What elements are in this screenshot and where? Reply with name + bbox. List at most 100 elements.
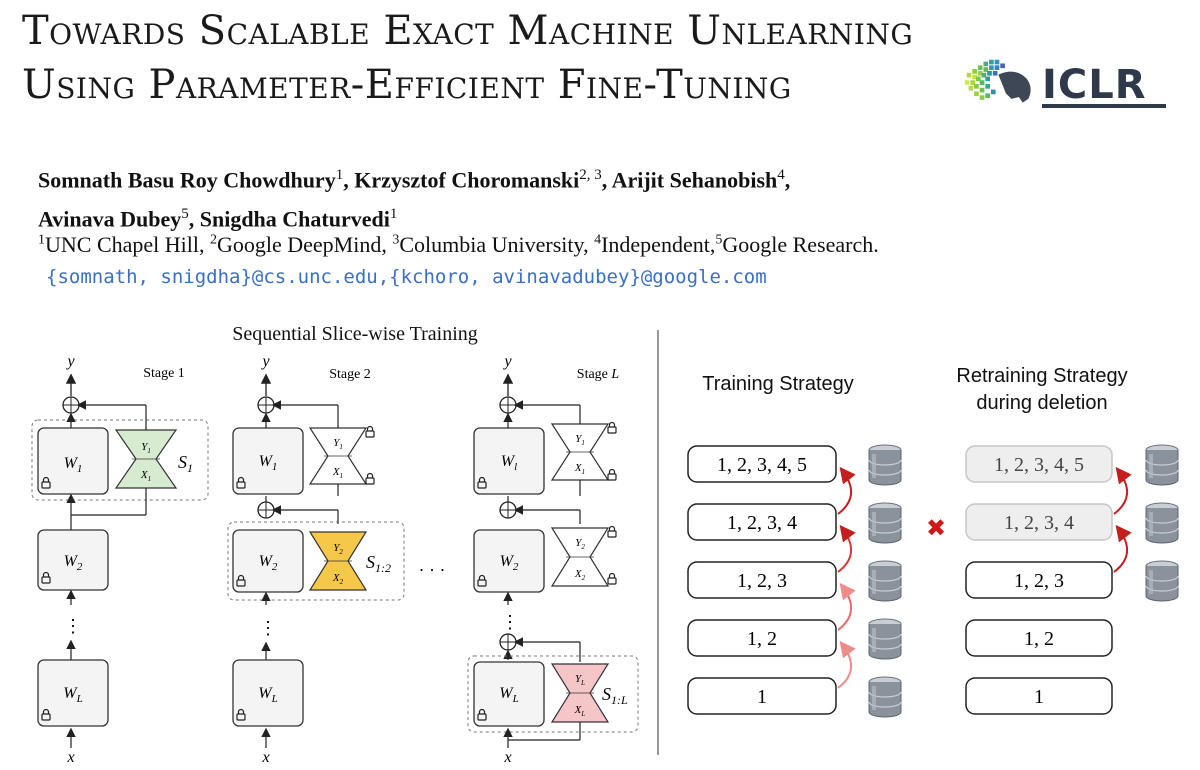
- author-name: Krzysztof Choromanski: [354, 167, 580, 193]
- svg-text:x: x: [261, 749, 269, 766]
- frozen-block-w2: [37, 529, 109, 591]
- retraining-item: 1, 2, 3: [1014, 570, 1064, 592]
- svg-text:⋮: ⋮: [259, 618, 277, 639]
- adapter-pink: [550, 663, 610, 723]
- author-sep: ,: [784, 167, 791, 193]
- svg-text:y: y: [260, 353, 270, 370]
- frozen-block-w1: [37, 427, 109, 495]
- retraining-list: 1, 2, 3, 4, 5 1, 2, 3, 4 1, 2, 3 1, 2 1: [965, 445, 1113, 715]
- svg-text:W2: W2: [259, 553, 278, 573]
- adapter-yellow: [308, 531, 368, 591]
- output-y: y: [65, 353, 75, 370]
- svg-text:YL: YL: [575, 673, 585, 687]
- svg-text:Stage 2: Stage 2: [329, 367, 371, 382]
- training-arrows: [837, 466, 856, 689]
- svg-text:Stage L: Stage L: [577, 367, 620, 382]
- svg-text:WL: WL: [258, 685, 277, 705]
- stage-label: Stage 1: [143, 366, 185, 381]
- svg-text:S1:2: S1:2: [366, 552, 391, 575]
- svg-text:W1: W1: [259, 453, 278, 473]
- stage-ellipsis: · · ·: [419, 560, 446, 580]
- affil-name: UNC Chapel Hill,: [45, 232, 210, 257]
- svg-text:X1: X1: [140, 469, 151, 483]
- author-sep: ,: [188, 206, 200, 232]
- paper-title-line-1: Towards Scalable Exact Machine Unlearnin…: [22, 8, 914, 54]
- svg-text:⋮: ⋮: [501, 612, 519, 633]
- retraining-item: 1, 2, 3, 4, 5: [994, 454, 1084, 476]
- retraining-item: 1, 2, 3, 4: [1004, 512, 1074, 534]
- frozen-block-wl: [37, 659, 109, 727]
- author-sep: ,: [343, 167, 355, 193]
- training-item: 1, 2, 3, 4, 5: [717, 454, 807, 476]
- author-list: Somnath Basu Roy Chowdhury1, Krzysztof C…: [38, 158, 1138, 237]
- svg-text:WL: WL: [63, 685, 82, 705]
- svg-text:X1: X1: [332, 466, 343, 480]
- author-name: Snigdha Chaturvedi: [199, 206, 390, 232]
- svg-text:XL: XL: [574, 704, 586, 718]
- affil-name: Columbia University,: [399, 232, 595, 257]
- svg-text:Y1: Y1: [141, 441, 151, 455]
- author-sep: ,: [601, 167, 612, 193]
- svg-text:W2: W2: [64, 553, 83, 573]
- svg-text:S1:L: S1:L: [602, 684, 628, 707]
- author-affil-sup: 1: [335, 167, 344, 183]
- retraining-arrows: [1113, 466, 1132, 573]
- svg-text:X2: X2: [574, 568, 586, 582]
- affil-name: Independent,: [601, 232, 716, 257]
- svg-text:Y2: Y2: [575, 537, 585, 551]
- svg-text:Y1: Y1: [333, 437, 343, 451]
- affil-name: Google DeepMind,: [217, 232, 393, 257]
- svg-text:X1: X1: [574, 462, 585, 476]
- svg-text:X2: X2: [332, 572, 344, 586]
- iclr-logo-underline: [1042, 104, 1166, 108]
- figure-left-heading: Sequential Slice-wise Training: [232, 323, 478, 345]
- training-item: 1: [757, 686, 767, 708]
- affil-sup: 2: [210, 232, 217, 248]
- svg-text:WL: WL: [499, 685, 518, 705]
- retraining-strategy-heading-2: during deletion: [976, 392, 1107, 414]
- svg-text:Y1: Y1: [575, 433, 585, 447]
- svg-text:Y2: Y2: [333, 542, 343, 556]
- training-list: 1, 2, 3, 4, 5 1, 2, 3, 4 1, 2, 3 1, 2 1: [687, 445, 837, 715]
- training-item: 1, 2, 3, 4: [727, 512, 797, 534]
- delete-mark-icon: ✖: [926, 514, 946, 542]
- database-icon: [868, 444, 902, 718]
- stage-1: Stage 1 y W1 Y1 X1 S1 W2 ⋮ WL x: [31, 353, 209, 766]
- author-name: Avinava Dubey: [38, 206, 182, 232]
- affil-sup: 3: [392, 232, 400, 248]
- database-icon-retrain: [1145, 444, 1179, 602]
- svg-text:x: x: [66, 749, 74, 766]
- affil-sup: 5: [715, 232, 723, 248]
- retraining-strategy-heading: Retraining Strategy: [956, 365, 1127, 387]
- author-emails[interactable]: {somnath, snigdha}@cs.unc.edu,{kchoro, a…: [46, 266, 767, 288]
- training-item: 1, 2, 3: [737, 570, 787, 592]
- adapter-green: [114, 429, 178, 489]
- author-affil-sup: 2, 3: [579, 167, 602, 183]
- affil-name: Google Research.: [722, 232, 879, 257]
- iclr-logo-text: ICLR: [1042, 62, 1147, 108]
- author-affil-sup: 4: [777, 167, 785, 183]
- retraining-item: 1: [1034, 686, 1044, 708]
- author-name: Somnath Basu Roy Chowdhury: [38, 167, 336, 193]
- svg-text:W2: W2: [500, 553, 519, 573]
- iclr-logo-icon: [964, 59, 1031, 103]
- affil-sup: 1: [38, 232, 45, 248]
- svg-text:Wl: Wl: [501, 453, 517, 473]
- author-affil-sup: 1: [389, 206, 398, 223]
- training-strategy-heading: Training Strategy: [702, 373, 854, 395]
- svg-text:S1: S1: [178, 452, 193, 475]
- training-item: 1, 2: [747, 628, 777, 650]
- affiliations: 1UNC Chapel Hill, 2Google DeepMind, 3Col…: [38, 232, 879, 258]
- stage-2: Stage 2 y W1 Y1 X1 W2 Y2 X2 S1:2 ⋮ WL: [227, 353, 405, 766]
- retraining-item: 1, 2: [1024, 628, 1054, 650]
- svg-text:⋮: ⋮: [64, 616, 82, 637]
- author-affil-sup: 5: [181, 206, 189, 223]
- paper-title-line-2: Using Parameter-Efficient Fine-Tuning: [22, 62, 792, 108]
- stage-l: Stage L y Wl Y1 X1 W2 Y2 X2 ⋮: [467, 353, 639, 766]
- svg-text:x: x: [503, 749, 511, 766]
- svg-text:y: y: [502, 353, 512, 370]
- author-name: Arijit Sehanobish: [611, 167, 778, 193]
- svg-text:W1: W1: [64, 455, 83, 475]
- affil-sup: 4: [594, 232, 602, 248]
